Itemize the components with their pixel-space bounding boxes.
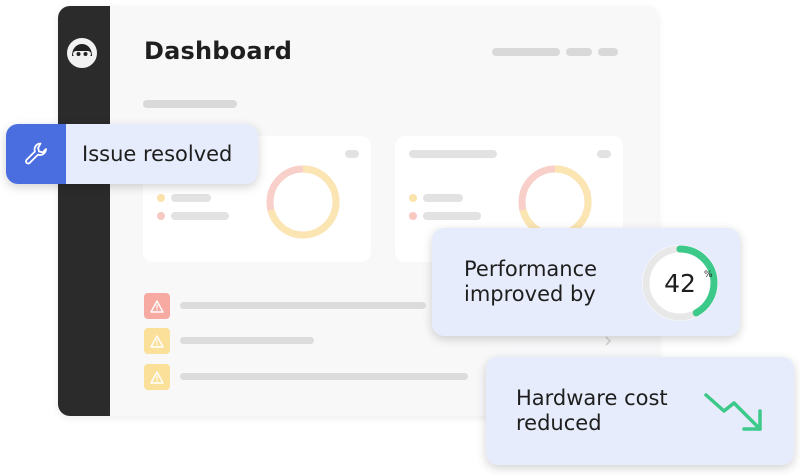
legend-dot	[409, 212, 417, 220]
alert-placeholder-bar	[180, 302, 426, 309]
legend-placeholder-bar	[171, 194, 211, 202]
legend-placeholder-bar	[423, 194, 463, 202]
warning-icon	[144, 328, 170, 354]
trending-down-icon	[704, 393, 762, 431]
legend-dot	[157, 212, 165, 220]
alert-placeholder-bar	[180, 337, 314, 344]
dashboard-window: Dashboard	[58, 6, 658, 416]
hardware-label-line1: Hardware cost	[516, 386, 668, 410]
alert-row[interactable]	[144, 328, 622, 354]
issue-resolved-toast: Issue resolved	[6, 124, 258, 184]
subtitle-placeholder-bar	[143, 100, 237, 108]
card-menu-placeholder	[345, 150, 359, 158]
performance-toast: Performance improved by 42 %	[432, 228, 740, 336]
gauge-progress-arc	[642, 245, 718, 321]
app-logo[interactable]	[67, 38, 97, 68]
performance-unit: %	[704, 270, 713, 280]
hardware-label-line2: reduced	[516, 411, 602, 435]
wrench-icon	[6, 124, 66, 184]
alert-row[interactable]	[144, 293, 622, 319]
header-placeholder-bar	[566, 48, 592, 56]
main-content: Dashboard	[110, 6, 658, 416]
page-title: Dashboard	[144, 37, 293, 65]
card-title-placeholder	[409, 150, 497, 158]
legend-placeholder-bar	[171, 212, 229, 220]
warning-icon	[144, 293, 170, 319]
performance-gauge: 42 %	[640, 243, 720, 323]
card-menu-placeholder	[597, 150, 611, 158]
legend-dot	[157, 194, 165, 202]
header-placeholder-bar	[492, 48, 560, 56]
alert-row[interactable]	[144, 364, 622, 390]
alert-placeholder-bar	[180, 373, 468, 380]
ninja-logo-icon	[69, 40, 95, 66]
header-placeholder-bar	[598, 48, 618, 56]
hardware-cost-toast: Hardware cost reduced	[486, 357, 794, 465]
issue-resolved-label: Issue resolved	[82, 142, 233, 166]
performance-value: 42	[664, 269, 696, 298]
warning-icon	[144, 364, 170, 390]
legend-dot	[409, 194, 417, 202]
performance-label-line1: Performance	[464, 257, 598, 281]
donut-chart	[266, 165, 340, 239]
legend-placeholder-bar	[423, 212, 481, 220]
performance-label-line2: improved by	[464, 282, 596, 306]
sidebar	[58, 6, 110, 416]
chevron-right-icon	[605, 336, 612, 346]
